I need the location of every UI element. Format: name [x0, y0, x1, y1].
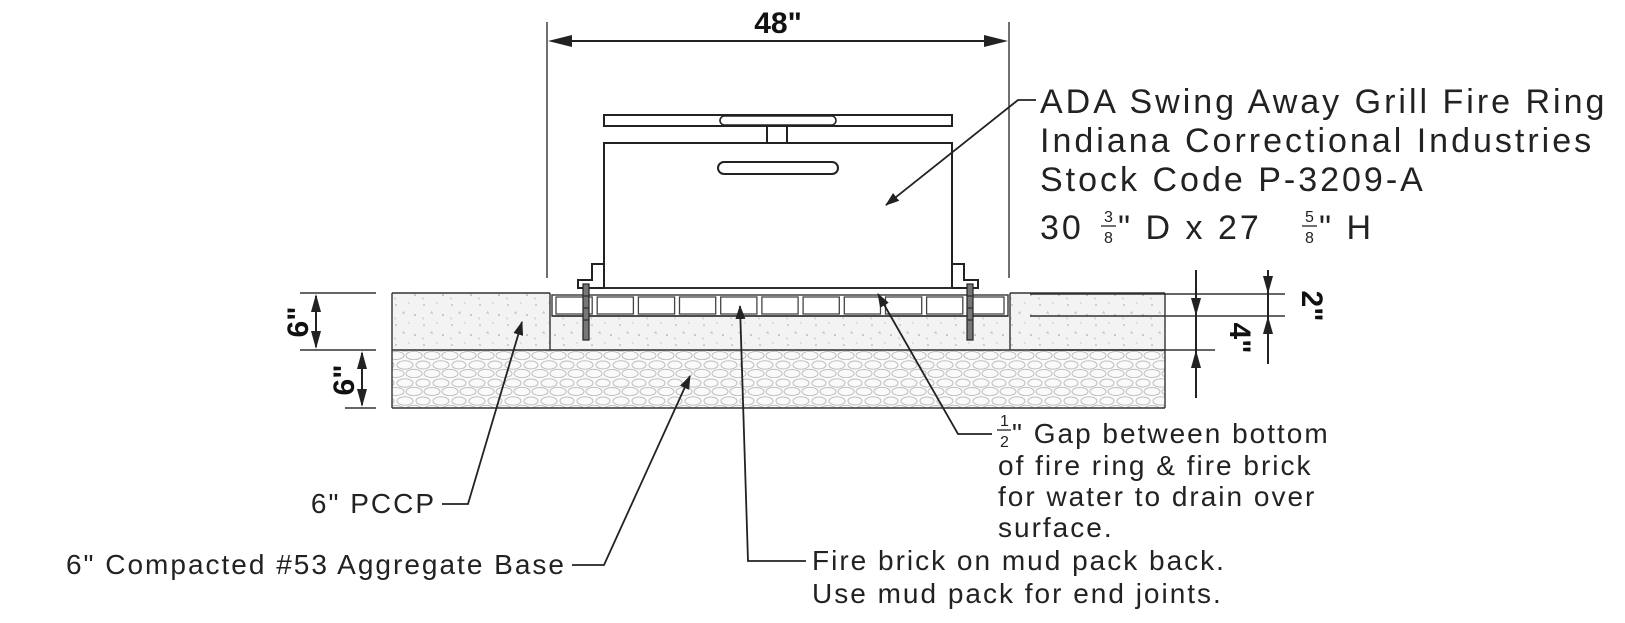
fire-ring-vent-slot: [717, 161, 839, 175]
pccp-depth-label: 6": [282, 307, 315, 338]
gap-fraction-numerator: 1: [1000, 413, 1009, 430]
right-dimensions: 2" 4": [1030, 270, 1328, 398]
aggregate-base-layer: [392, 350, 1165, 408]
grill-post: [766, 125, 788, 144]
pccp-layer-right: [1010, 293, 1165, 350]
fire-brick: [678, 296, 717, 315]
fire-ring: [577, 114, 979, 289]
bedding-under-brick: [550, 316, 1010, 350]
fire-brick: [761, 296, 799, 315]
fire-brick-callout-line-2: Use mud pack for end joints.: [812, 578, 1223, 609]
fire-brick-callout-line-1: Fire brick on mud pack back.: [812, 545, 1226, 576]
fire-ring-size-b-numerator: 5: [1305, 209, 1314, 226]
brick-height-label: 2": [1295, 291, 1328, 322]
fire-ring-size-whole: 30: [1040, 209, 1084, 247]
base-depth-label: 6": [328, 365, 361, 396]
aggregate-base-callout: 6" Compacted #53 Aggregate Base: [66, 549, 566, 580]
leader-lines: [442, 99, 1036, 566]
fire-brick: [720, 296, 758, 315]
fire-brick: [802, 296, 840, 315]
fire-brick: [596, 296, 635, 315]
pccp-layer-left: [392, 293, 550, 350]
fire-brick: [884, 296, 923, 315]
fire-ring-callout: ADA Swing Away Grill Fire Ring Indiana C…: [1040, 83, 1607, 247]
width-dimension-label: 48": [754, 7, 802, 40]
anchor-bolt-left: [582, 283, 590, 341]
fire-ring-callout-line-1: ADA Swing Away Grill Fire Ring: [1040, 83, 1607, 121]
gap-callout: 1 2 " Gap between bottom of fire ring & …: [997, 413, 1330, 543]
fire-ring-callout-line-3: Stock Code P-3209-A: [1040, 161, 1426, 199]
left-dimensions: 6" 6": [282, 292, 376, 409]
gap-callout-line-3: for water to drain over: [998, 481, 1316, 512]
gap-callout-line-2: of fire ring & fire brick: [998, 450, 1313, 481]
ground-layers: [391, 292, 1166, 409]
gap-callout-line-1: " Gap between bottom: [1012, 418, 1330, 449]
fire-brick: [925, 296, 964, 315]
fire-brick: [637, 296, 676, 315]
width-dimension: 48": [546, 7, 1010, 278]
pccp-callout: 6" PCCP: [311, 488, 436, 519]
fire-bricks: [555, 296, 1005, 315]
anchor-bolt-right: [966, 283, 974, 341]
fire-ring-size-a-denominator: 8: [1104, 230, 1113, 247]
fire-ring-size-a-unit: " D x 27: [1118, 209, 1262, 247]
fire-ring-size-b-unit: " H: [1319, 209, 1374, 247]
bedding-depth-label: 4": [1223, 323, 1256, 354]
fire-ring-callout-line-2: Indiana Correctional Industries: [1040, 122, 1594, 160]
fire-ring-size-b-denominator: 8: [1305, 230, 1314, 247]
fire-brick-callout: Fire brick on mud pack back. Use mud pac…: [812, 545, 1226, 609]
fire-brick: [843, 296, 882, 315]
grill-handle: [719, 115, 837, 126]
gap-fraction-denominator: 2: [1000, 434, 1009, 451]
fire-ring-size-a-numerator: 3: [1104, 209, 1113, 226]
gap-callout-line-4: surface.: [998, 512, 1114, 543]
